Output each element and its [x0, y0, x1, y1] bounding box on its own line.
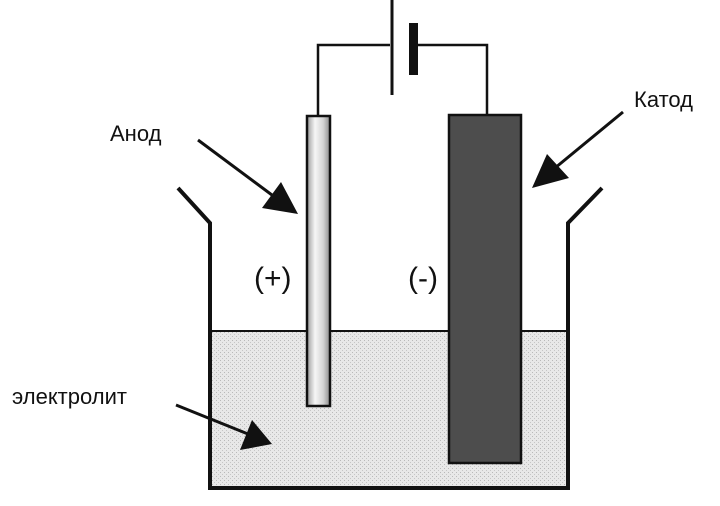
beaker: [176, 186, 604, 490]
wire-cathode: [418, 43, 489, 115]
battery-short-plate: [409, 23, 418, 75]
electrolyte-arrow: [175, 403, 272, 450]
anode-arrow: [197, 138, 298, 214]
wire-anode: [316, 43, 390, 118]
cathode-arrow: [532, 110, 624, 188]
cathode-electrode: [447, 113, 523, 465]
cathode-sign: (-): [408, 262, 438, 295]
cathode-label: Катод: [634, 87, 693, 112]
electrolyte-label: электролит: [12, 384, 127, 409]
anode-electrode: [305, 114, 332, 408]
anode-sign: (+): [254, 262, 292, 295]
anode-label: Анод: [110, 121, 162, 146]
